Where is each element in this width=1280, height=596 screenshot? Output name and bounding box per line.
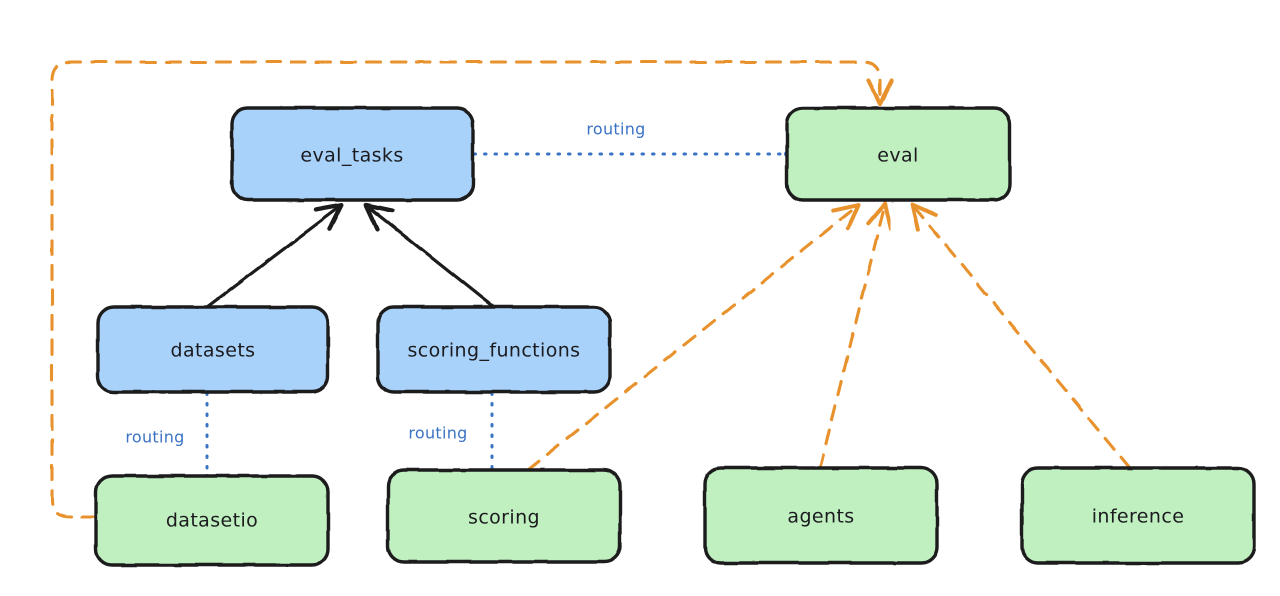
edge-datasets-to-eval_tasks xyxy=(205,202,344,309)
edge-scoring_functions-to-eval_tasks xyxy=(364,202,496,309)
node-eval_tasks-shape xyxy=(230,106,475,202)
node-inference-label: inference xyxy=(1092,506,1185,528)
node-scoring_functions-shape xyxy=(376,305,612,394)
node-datasetio[interactable]: datasetio xyxy=(94,474,330,567)
node-agents-label: agents xyxy=(787,506,854,528)
node-datasets-label: datasets xyxy=(171,340,256,362)
node-eval_tasks[interactable]: eval_tasks xyxy=(230,106,475,202)
edge-agents-to-eval xyxy=(818,201,893,470)
node-eval[interactable]: eval xyxy=(785,106,1012,202)
node-datasetio-shape xyxy=(94,474,330,567)
edge-inference-to-eval xyxy=(910,202,1132,470)
node-inference-shape xyxy=(1020,466,1256,565)
edge-scoring-to-eval xyxy=(526,203,861,472)
node-eval_tasks-label: eval_tasks xyxy=(300,145,403,167)
node-scoring-shape xyxy=(386,468,622,564)
node-datasets-shape xyxy=(96,305,330,394)
edge-scoring_functions-to-scoring xyxy=(489,391,495,474)
edge-eval_tasks-to-eval xyxy=(472,151,790,157)
edge-label-routing-eval-tasks: routing xyxy=(586,120,645,139)
node-inference[interactable]: inference xyxy=(1020,466,1256,565)
edge-datasets-to-datasetio xyxy=(204,391,210,480)
node-scoring-label: scoring xyxy=(468,507,540,529)
node-scoring_functions-label: scoring_functions xyxy=(408,340,581,362)
edge-label-routing-datasets: routing xyxy=(125,428,184,447)
node-datasets[interactable]: datasets xyxy=(96,305,330,394)
node-datasetio-label: datasetio xyxy=(166,510,258,532)
node-scoring_functions[interactable]: scoring_functions xyxy=(376,305,612,394)
node-eval-label: eval xyxy=(877,145,918,167)
edge-datasetio-to-eval xyxy=(50,60,894,519)
node-scoring[interactable]: scoring xyxy=(386,468,622,564)
node-eval-shape xyxy=(785,106,1012,202)
edge-label-routing-scoring-functions: routing xyxy=(408,424,467,443)
node-agents[interactable]: agents xyxy=(703,466,939,565)
node-agents-shape xyxy=(703,466,939,565)
